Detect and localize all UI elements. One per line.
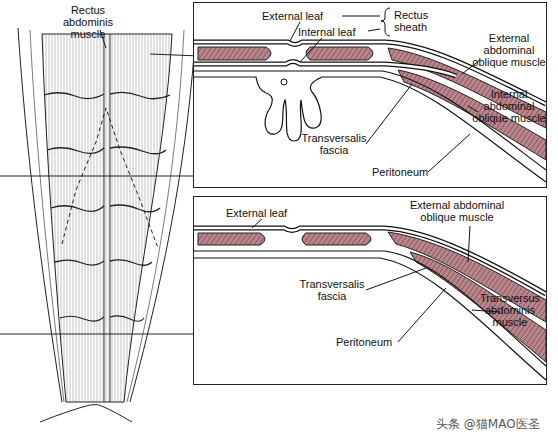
tendinous-intersection: [60, 316, 144, 321]
section-level-line: [0, 334, 193, 335]
vessel-section: [281, 79, 287, 85]
dashed-outline: [62, 108, 158, 248]
linea-alba: [104, 34, 110, 402]
internal-leaf: [194, 62, 456, 77]
muscle-fibres: [127, 30, 184, 402]
rectus-muscle: [306, 47, 373, 60]
panel-frame: [194, 197, 547, 385]
rectus-muscle-outline: [42, 34, 172, 402]
part-label: Transversus abdominis muscle: [474, 292, 546, 328]
part-label: Rectus sheath: [394, 9, 438, 33]
tendinous-intersection: [44, 92, 170, 98]
watermark: 头条 @猫MAO医圣: [436, 418, 556, 430]
part-label: Internal abdominal oblique muscle: [470, 88, 548, 124]
lower-cross-section: [194, 197, 547, 385]
part-label: External leaf: [226, 207, 306, 219]
rectus-muscle: [198, 47, 271, 60]
leader-lines: [252, 219, 500, 342]
peritoneum-line: [194, 258, 546, 380]
rectus-sheath-brace: [381, 8, 390, 36]
part-label: Internal leaf: [298, 26, 378, 38]
part-label: Rectus abdominis muscle: [46, 4, 130, 40]
transversalis-fascia-line: [194, 251, 546, 366]
lateral-border: [18, 28, 62, 402]
lateral-border: [130, 28, 196, 402]
external-leaf: [194, 228, 546, 294]
section-level-line: [0, 176, 193, 177]
leader-lines: [290, 16, 480, 172]
part-label: Peritoneum: [336, 336, 406, 348]
part-label: External abdominal oblique muscle: [402, 199, 512, 223]
tendinous-intersection: [55, 260, 152, 265]
part-label: External abdominal oblique muscle: [470, 32, 548, 68]
part-label: Peritoneum: [372, 166, 442, 178]
muscle-fibres: [30, 30, 64, 402]
part-label: Transversalis fascia: [296, 278, 368, 302]
part-label: Transversalis fascia: [298, 132, 370, 156]
tendinous-intersection: [47, 147, 166, 154]
part-label: External leaf: [262, 10, 342, 22]
rectus-muscle: [198, 233, 265, 245]
rectus-muscle: [302, 233, 371, 245]
umbilical-contour: [40, 404, 132, 422]
